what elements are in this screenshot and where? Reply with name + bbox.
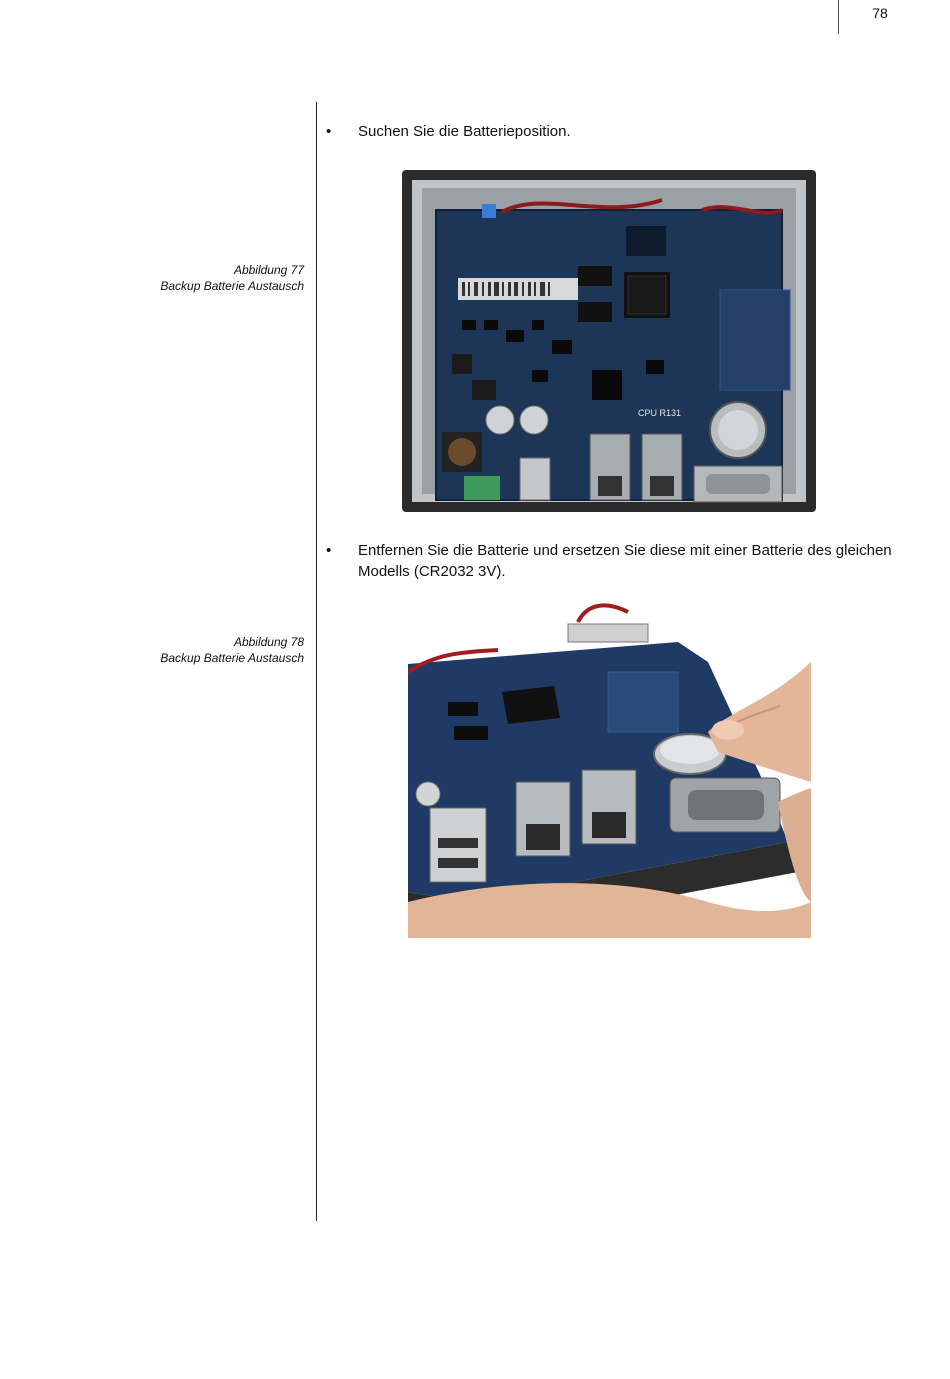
board-marking: CPU R131 [638,408,681,418]
page-number-rule [838,0,839,34]
bullet-item-2: • Entfernen Sie die Batterie und ersetze… [326,540,906,582]
figure-label: Abbildung 78 [233,635,304,649]
figure-caption-78: Abbildung 78 Backup Batterie Austausch [54,634,304,666]
page-number: 78 [872,5,888,21]
figure-title: Backup Batterie Austausch [160,651,304,665]
battery-replacement-photo-icon [408,602,811,938]
figure-label: Abbildung 77 [233,263,304,277]
bullet-text: Suchen Sie die Batterieposition. [358,123,571,140]
caption-column-rule [316,102,317,1221]
figure-caption-77: Abbildung 77 Backup Batterie Austausch [54,262,304,294]
bullet-item-1: • Suchen Sie die Batterieposition. [326,121,906,142]
bullet-dot: • [326,542,332,559]
circuit-board-photo-icon: CPU R131 [402,170,816,512]
bullet-text: Entfernen Sie die Batterie und ersetzen … [358,542,892,580]
figure-title: Backup Batterie Austausch [160,279,304,293]
bullet-dot: • [326,123,332,140]
